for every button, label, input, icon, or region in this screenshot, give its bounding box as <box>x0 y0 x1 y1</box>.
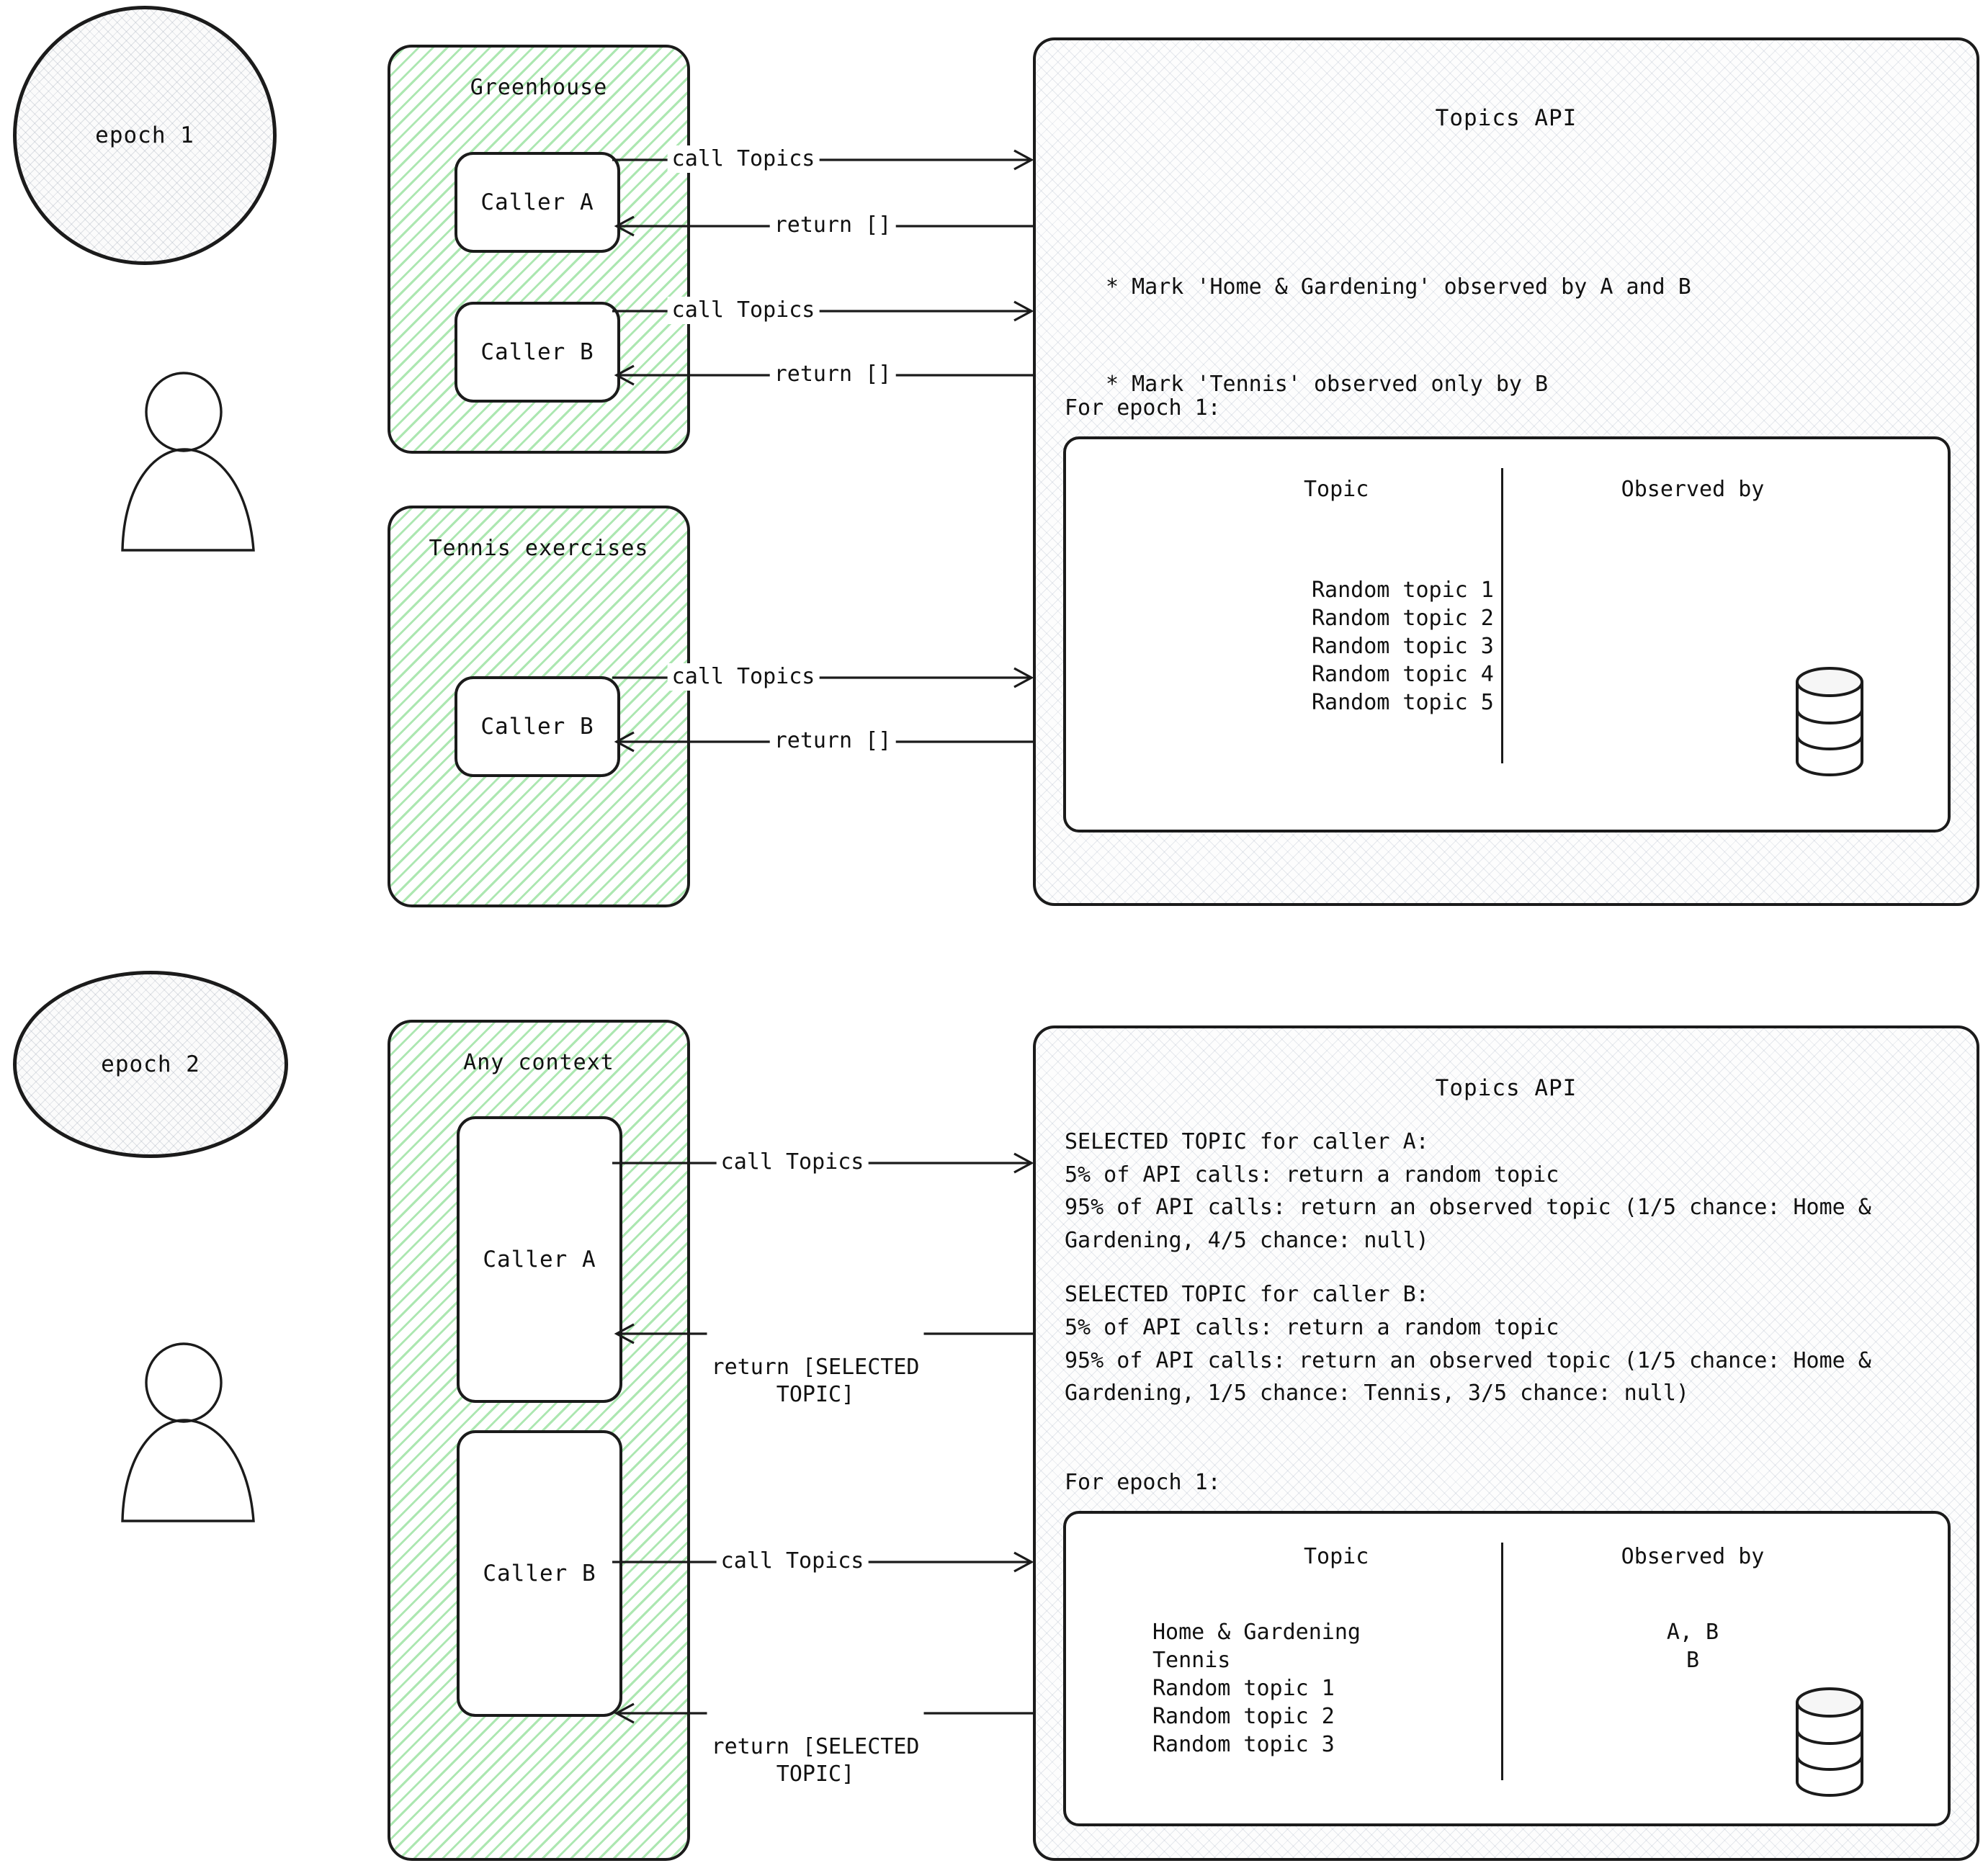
for-epoch-label-2: For epoch 1: <box>1065 1470 1221 1495</box>
table-row: Tennis <box>1152 1648 1231 1673</box>
topics-api-title: Topics API <box>1435 105 1577 131</box>
topic-cells: Random topic 1 Random topic 2 Random top… <box>1312 576 1494 717</box>
topic-cells: Home & Gardening Tennis Random topic 1 R… <box>1152 1618 1361 1759</box>
caller-label: Caller B <box>480 714 594 740</box>
epoch-2-ellipse: epoch 2 <box>13 971 288 1158</box>
paragraph-spacer <box>1065 1257 1940 1278</box>
epoch-1-ellipse: epoch 1 <box>13 6 277 265</box>
topics-api-bullet-1: * Mark 'Home & Gardening' observed by A … <box>1106 274 1691 300</box>
topics-api-bullet-2: * Mark 'Tennis' observed only by B <box>1106 372 1549 397</box>
user-icon-1 <box>115 369 274 556</box>
table-row: Random topic 1 <box>1152 1676 1335 1701</box>
table-row: Random topic 2 <box>1312 606 1494 631</box>
column-header-observed-by: Observed by <box>1621 1544 1765 1569</box>
observed-by-cells: A, B B <box>1549 1618 1837 1674</box>
database-icon <box>1790 1687 1869 1798</box>
arrow-label-any-b-call: call Topics <box>716 1548 869 1575</box>
caller-label: Caller A <box>483 1247 596 1273</box>
epoch-1-label: epoch 1 <box>95 122 194 148</box>
topics-api-paragraphs: SELECTED TOPIC for caller A: 5% of API c… <box>1065 1126 1940 1410</box>
user-icon-2 <box>115 1339 274 1527</box>
context-tennis-exercises-title: Tennis exercises <box>429 536 649 561</box>
table-row: Random topic 3 <box>1152 1732 1335 1757</box>
caller-label: Caller A <box>480 189 594 215</box>
arrow-label-greenhouse-b-return: return [] <box>769 361 896 388</box>
arrow-label-text: return [SELECTED TOPIC] <box>711 1734 920 1787</box>
arrow-label-any-a-return: return [SELECTED TOPIC] <box>707 1300 924 1462</box>
topics-api-para-1: SELECTED TOPIC for caller A: <box>1065 1129 1429 1154</box>
column-header-topic: Topic <box>1304 1544 1369 1569</box>
arrow-label-greenhouse-a-call: call Topics <box>667 145 820 173</box>
table-row: A, B <box>1666 1620 1719 1645</box>
topics-api-para-3: 95% of API calls: return an observed top… <box>1065 1195 1871 1253</box>
arrow-label-text: return [SELECTED TOPIC] <box>711 1355 920 1407</box>
context-tennis-exercises: Tennis exercises Caller B <box>388 506 690 907</box>
arrow-label-greenhouse-a-return: return [] <box>769 212 896 239</box>
epoch-2-label: epoch 2 <box>101 1051 200 1077</box>
context-greenhouse: Greenhouse Caller A Caller B <box>388 45 690 454</box>
arrow-label-greenhouse-b-call: call Topics <box>667 297 820 324</box>
topics-api-para-7: 95% of API calls: return an observed top… <box>1065 1347 1871 1406</box>
caller-label: Caller B <box>480 339 594 365</box>
topics-api-box-epoch-2: Topics API SELECTED TOPIC for caller A: … <box>1033 1025 1979 1861</box>
table-column-divider <box>1501 1543 1503 1780</box>
table-column-divider <box>1501 468 1503 763</box>
table-row: Random topic 4 <box>1312 662 1494 687</box>
topics-api-para-2: 5% of API calls: return a random topic <box>1065 1162 1559 1188</box>
arrow-label-any-a-call: call Topics <box>716 1149 869 1176</box>
topics-api-bullets: * Mark 'Home & Gardening' observed by A … <box>1106 206 1691 465</box>
caller-box-greenhouse-a[interactable]: Caller A <box>455 152 620 253</box>
for-epoch-label-1: For epoch 1: <box>1065 395 1221 421</box>
arrow-label-any-b-return: return [SELECTED TOPIC] <box>707 1679 924 1841</box>
arrow-label-tennis-b-return: return [] <box>769 727 896 755</box>
column-header-topic: Topic <box>1304 477 1369 502</box>
topics-api-para-6: 5% of API calls: return a random topic <box>1065 1314 1559 1340</box>
table-row: B <box>1686 1648 1700 1673</box>
context-any-context-title: Any context <box>463 1050 614 1075</box>
table-row: Random topic 3 <box>1312 634 1494 659</box>
epoch-2-topics-table: Topic Observed by Home & Gardening Tenni… <box>1063 1511 1951 1826</box>
table-row: Random topic 5 <box>1312 690 1494 715</box>
table-row: Random topic 1 <box>1312 578 1494 603</box>
topics-api-para-5: SELECTED TOPIC for caller B: <box>1065 1282 1429 1308</box>
caller-box-greenhouse-b[interactable]: Caller B <box>455 302 620 403</box>
caller-box-any-b[interactable]: Caller B <box>457 1430 622 1717</box>
table-row: Random topic 2 <box>1152 1704 1335 1729</box>
caller-box-tennis-b[interactable]: Caller B <box>455 676 620 777</box>
table-row: Home & Gardening <box>1152 1620 1361 1645</box>
epoch-1-topics-table: Topic Observed by Random topic 1 Random … <box>1063 436 1951 832</box>
caller-box-any-a[interactable]: Caller A <box>457 1116 622 1403</box>
context-any-context: Any context Caller A Caller B <box>388 1020 690 1861</box>
context-greenhouse-title: Greenhouse <box>470 75 608 100</box>
column-header-observed-by: Observed by <box>1621 477 1765 502</box>
topics-api-box-epoch-1: Topics API * Mark 'Home & Gardening' obs… <box>1033 37 1979 906</box>
topics-api-title: Topics API <box>1435 1075 1577 1101</box>
database-icon <box>1790 666 1869 778</box>
caller-label: Caller B <box>483 1561 596 1586</box>
arrow-label-tennis-b-call: call Topics <box>667 663 820 691</box>
